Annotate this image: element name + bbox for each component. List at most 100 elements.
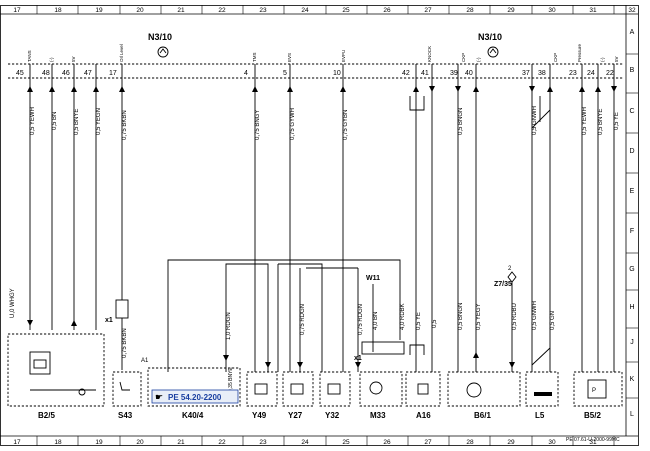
row-label: D (629, 148, 634, 155)
component-b2-5: B2/5 (7, 333, 105, 420)
wire-label: 0,75 BNGY (255, 110, 261, 140)
col-label: 23 (259, 439, 267, 446)
wire-label: 0,5 BNYE (74, 109, 80, 135)
wire-label: 0,75 BKBN (122, 328, 128, 358)
x1-mid-connector (361, 341, 405, 355)
component-label: K40/4 (182, 411, 204, 420)
pin-number: 4 (244, 70, 248, 77)
row-label: C (629, 108, 634, 115)
col-label: 19 (95, 7, 103, 14)
ref-pointer-icon: ☛ (155, 392, 163, 402)
component-y49: Y49 (246, 371, 278, 420)
col-label: 29 (507, 7, 515, 14)
col-label: 30 (548, 439, 556, 446)
component-label: S43 (118, 411, 133, 420)
pin-number: 17 (109, 70, 117, 77)
arrow-markers (27, 86, 617, 368)
pin-number: 22 (606, 70, 614, 77)
row-label: F (630, 228, 634, 235)
wire-label: 0,5 YEGN (96, 108, 102, 135)
component-label: Y32 (325, 411, 340, 420)
col-label: 22 (218, 7, 226, 14)
wire-label: 0,5 BN (52, 112, 58, 130)
pin-signal-label: (-) (49, 57, 54, 62)
row-label: J (630, 339, 634, 346)
wire-runs (29, 64, 615, 372)
component-k40-4: K40/4 ☛ PE 54.20-2200 (147, 367, 241, 420)
col-label: 23 (259, 7, 267, 14)
col-label: 26 (383, 7, 391, 14)
col-label: 32 (628, 7, 636, 14)
component-b6-1: B6/1 (447, 371, 521, 420)
x1-left-label: x1 (105, 317, 113, 324)
component-label: M33 (370, 411, 386, 420)
col-label: 28 (466, 7, 474, 14)
component-l5: L5 (525, 371, 559, 420)
wire-label: U,0 WHGY (10, 288, 16, 318)
col-label: 27 (424, 439, 432, 446)
reference-box: PE 54.20-2200 (168, 393, 222, 402)
wire-label: 0,75 BKBN (122, 110, 128, 140)
pin-number: 24 (587, 70, 595, 77)
x1-connector (115, 299, 129, 319)
column-headers: 17 18 19 20 21 22 23 24 25 26 27 28 29 3… (13, 5, 636, 14)
col-label: 30 (548, 7, 556, 14)
col-label: 31 (589, 7, 597, 14)
wire-label: 0,5 BNGN (458, 108, 464, 135)
footer-reference: PE 07.61-U-2000-99MC (566, 437, 620, 443)
wire-label: 0,75 RDGN (358, 304, 364, 335)
col-label: 17 (13, 7, 21, 14)
wire-label: 4,0 BN (373, 312, 379, 330)
wire-label: 0,5 BNGN (458, 303, 464, 330)
a1-label: A1 (141, 358, 149, 364)
pin-signal-label: TMS (252, 53, 257, 63)
wire-label: 0,5 BNYE (598, 109, 604, 135)
col-label: 18 (54, 439, 62, 446)
pin-number: 23 (569, 70, 577, 77)
col-label: 21 (177, 7, 185, 14)
col-label: 25 (342, 7, 350, 14)
component-label: B5/2 (584, 411, 601, 420)
wire-label: 4,0 RDBK (400, 303, 406, 330)
component-label: Y49 (252, 411, 267, 420)
wire-label: 0,75 GYBN (343, 110, 349, 140)
module-name: N3/10 (148, 32, 172, 42)
col-label: 20 (136, 7, 144, 14)
pin-number: 10 (333, 70, 341, 77)
diagram-frame (0, 5, 639, 446)
pin-number: 40 (465, 70, 473, 77)
component-label: B2/5 (38, 411, 55, 420)
w11-label: W11 (366, 275, 380, 282)
col-label: 24 (301, 439, 309, 446)
pin-signal-label: CKP (553, 53, 558, 62)
pin-number: 5 (283, 70, 287, 77)
col-label: 25 (342, 439, 350, 446)
pin-signal-label: 5V (71, 56, 76, 62)
wire-label: 0,35 BNYE (228, 367, 234, 392)
wire-label: 0,5 GNWH (532, 301, 538, 330)
wire-label: 0,5 YE (416, 312, 422, 330)
pin-signal-label: (-) (476, 57, 481, 62)
pin-signal-label: Pressure (577, 43, 582, 62)
component-label: Y27 (288, 411, 303, 420)
col-label: 27 (424, 7, 432, 14)
row-label: H (629, 304, 634, 311)
wire-label: 0,75 GYWH (290, 108, 296, 140)
col-label: 29 (507, 439, 515, 446)
module-name: N3/10 (478, 32, 502, 42)
col-label: 28 (466, 439, 474, 446)
wire-labels-bottom: 0,75 BKBN 1,0 RDGN 0,75 RDGN 0,75 RDGN 4… (10, 288, 556, 392)
row-label: K (630, 376, 635, 383)
wire-label: 0,5 RDBU (512, 303, 518, 330)
pressure-symbol-icon: P (592, 388, 596, 394)
pin-number: 39 (450, 70, 458, 77)
wire-label: 0,5 YEWH (582, 107, 588, 135)
component-label: L5 (535, 411, 545, 420)
pin-signal-label: (-) (600, 57, 605, 62)
component-m33: M33 (359, 371, 403, 420)
row-label: E (630, 188, 635, 195)
pin-signal-label: EVPU (341, 50, 346, 62)
col-label: 19 (95, 439, 103, 446)
row-label: A (630, 29, 635, 36)
